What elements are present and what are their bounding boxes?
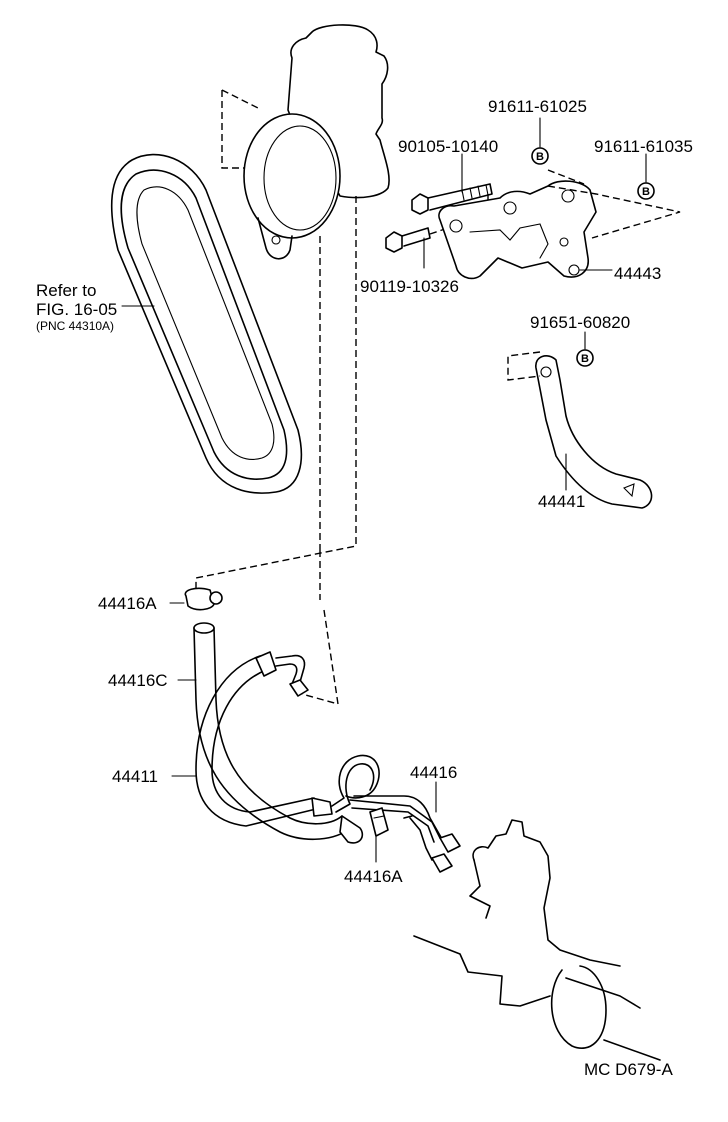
label-91651-60820: 91651-60820 — [530, 313, 630, 332]
power-steering-pump — [243, 24, 390, 260]
hose-44416C — [193, 622, 364, 844]
ref-line-1: Refer to — [36, 281, 96, 300]
ref-line-2: FIG. 16-05 — [36, 300, 117, 319]
steering-gear-housing — [413, 819, 661, 1061]
bracket-44441 — [535, 355, 653, 509]
svg-text:B: B — [536, 151, 544, 163]
svg-text:B: B — [642, 186, 650, 198]
label-91611-61035: 91611-61035 — [594, 137, 693, 156]
badge-b-61025: B — [531, 147, 549, 165]
svg-text:B: B — [581, 353, 589, 365]
badge-b-61035: B — [637, 182, 655, 200]
badge-b-60820: B — [576, 349, 594, 367]
hose-44411 — [195, 651, 333, 827]
tube-44416 — [331, 754, 461, 873]
bolt-long — [411, 183, 493, 215]
label-90105-10140: 90105-10140 — [398, 137, 498, 156]
label-44416A-bottom: 44416A — [344, 867, 403, 886]
label-44416A-top: 44416A — [98, 594, 157, 613]
drive-belt — [110, 153, 303, 494]
label-44411: 44411 — [112, 767, 158, 786]
label-90119-10326: 90119-10326 — [360, 277, 459, 296]
bolt-short — [385, 227, 431, 253]
clamp-44416A-bottom — [369, 807, 389, 837]
label-44416C: 44416C — [108, 671, 168, 690]
label-44441: 44441 — [538, 492, 585, 511]
label-44443: 44443 — [614, 264, 661, 283]
clamp-44416A-top — [184, 587, 223, 611]
label-44416: 44416 — [410, 763, 457, 782]
drawing-code: MC D679-A — [584, 1060, 673, 1079]
label-91611-61025: 91611-61025 — [488, 97, 587, 116]
ref-line-3: (PNC 44310A) — [36, 319, 114, 333]
bracket-44443 — [438, 180, 597, 280]
pump-alignment-line — [221, 90, 244, 169]
